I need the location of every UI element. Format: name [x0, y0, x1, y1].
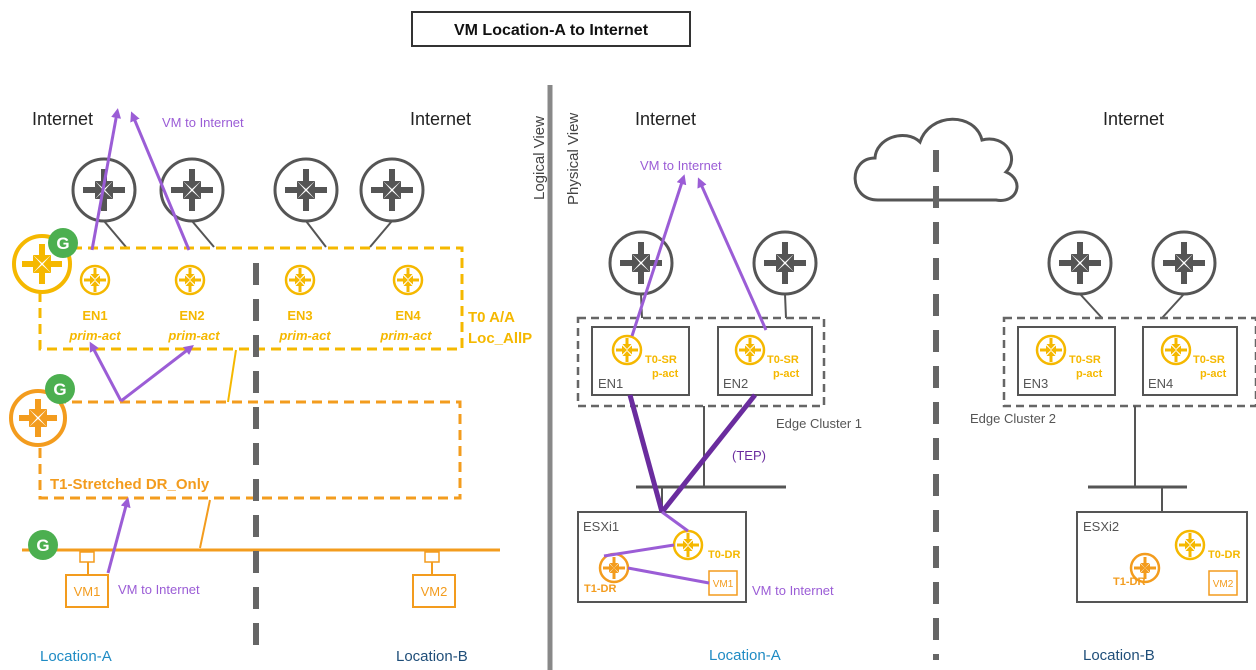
edge-node-name: EN1	[82, 308, 107, 323]
edge-node-router-icon	[79, 264, 111, 296]
edge-cluster-2-label: Edge Cluster 2	[970, 411, 1056, 426]
t0-dr-router-icon	[672, 529, 704, 561]
svg-text:G: G	[56, 234, 69, 253]
logical-flow-label-bottom: VM to Internet	[118, 582, 200, 597]
physical-location-b-label: Location-B	[1083, 647, 1155, 664]
router-icon	[359, 157, 425, 223]
router-icon	[273, 157, 339, 223]
svg-text:VM2: VM2	[1213, 579, 1234, 590]
edge-node-name: EN2	[179, 308, 204, 323]
edge-node-router-icon	[392, 264, 424, 296]
svg-text:T0-DR: T0-DR	[708, 549, 740, 561]
svg-text:p-act: p-act	[773, 368, 800, 380]
svg-text:T1-DR: T1-DR	[1113, 576, 1145, 588]
edge-node-router-icon	[284, 264, 316, 296]
edge-node-role: prim-act	[68, 328, 121, 343]
physical-flow-label-top: VM to Internet	[640, 158, 722, 173]
t1-label: T1-Stretched DR_Only	[50, 476, 210, 493]
logical-flow-label-top: VM to Internet	[162, 115, 244, 130]
location-a-label: Location-A	[40, 648, 112, 665]
global-badge-icon: G	[28, 530, 58, 560]
svg-text:T0-SR: T0-SR	[645, 354, 677, 366]
title-text: VM Location-A to Internet	[454, 22, 649, 39]
t0-sr-router-icon	[1160, 334, 1192, 366]
svg-text:T0-SR: T0-SR	[1193, 354, 1225, 366]
svg-text:EN4: EN4	[1148, 376, 1173, 391]
t0-sr-router-icon	[734, 334, 766, 366]
physical-location-a-label: Location-A	[709, 647, 781, 664]
edge-node-box	[591, 326, 690, 396]
svg-text:ESXi1: ESXi1	[583, 519, 619, 534]
svg-text:p-act: p-act	[652, 368, 679, 380]
svg-text:T0-SR: T0-SR	[767, 354, 799, 366]
physical-traffic-path	[603, 174, 768, 585]
edge-node-name: EN3	[287, 308, 312, 323]
tep-tunnel	[627, 393, 757, 514]
svg-text:EN3: EN3	[1023, 376, 1048, 391]
title-box: VM Location-A to Internet	[411, 11, 691, 47]
physical-internet-right: Internet	[1103, 109, 1164, 129]
physical-view-label: Physical View	[565, 113, 582, 205]
t0-dr-router-icon	[1174, 529, 1206, 561]
physical-internet-left: Internet	[635, 109, 696, 129]
t0-label-line1: T0 A/A	[468, 309, 515, 326]
location-b-label: Location-B	[396, 648, 468, 665]
logical-traffic-path	[89, 108, 194, 574]
router-icon	[1047, 230, 1113, 296]
physical-flow-label-bottom: VM to Internet	[752, 583, 834, 598]
edge-node-role: prim-act	[379, 328, 432, 343]
t0-sr-router-icon	[1035, 334, 1067, 366]
router-icon	[159, 157, 225, 223]
svg-text:T0-SR: T0-SR	[1069, 354, 1101, 366]
edge-node-router-icon	[174, 264, 206, 296]
t0-sr-router-icon	[611, 334, 643, 366]
t1-router-icon	[9, 389, 67, 447]
global-badge-icon: G	[48, 228, 78, 258]
edge-node-box	[1142, 326, 1238, 396]
physical-view: Internet Internet VM to Internet T0-SR p…	[576, 109, 1256, 664]
vm1: VM1	[65, 551, 109, 608]
svg-text:VM2: VM2	[421, 584, 448, 599]
svg-text:EN1: EN1	[598, 376, 623, 391]
edge-node-role: prim-act	[278, 328, 331, 343]
t0-label-line2: Loc_AllP	[468, 330, 532, 347]
vm2: VM2	[412, 551, 456, 608]
firewall-icon	[424, 551, 440, 563]
global-badge-icon: G	[45, 374, 75, 404]
svg-text:p-act: p-act	[1200, 368, 1227, 380]
edge-cluster-1-label: Edge Cluster 1	[776, 416, 862, 431]
logical-view-label: Logical View	[531, 116, 548, 200]
tep-label: (TEP)	[732, 448, 766, 463]
svg-text:G: G	[36, 536, 49, 555]
svg-text:VM1: VM1	[74, 584, 101, 599]
edge-node-box	[1017, 326, 1116, 396]
logical-internet-left: Internet	[32, 109, 93, 129]
t1-box	[38, 400, 462, 500]
svg-text:p-act: p-act	[1076, 368, 1103, 380]
svg-text:T1-DR: T1-DR	[584, 583, 616, 595]
edge-cluster-1-box	[576, 316, 826, 408]
svg-text:VM1: VM1	[713, 579, 734, 590]
router-icon	[752, 230, 818, 296]
router-icon	[1151, 230, 1217, 296]
svg-text:ESXi2: ESXi2	[1083, 519, 1119, 534]
logical-view: Internet Internet VM to Internet T0 A/A …	[9, 108, 532, 665]
firewall-icon	[79, 551, 95, 563]
svg-text:G: G	[53, 380, 66, 399]
t0-box	[38, 246, 464, 351]
edge-node-name: EN4	[395, 308, 421, 323]
svg-text:EN2: EN2	[723, 376, 748, 391]
logical-internet-right: Internet	[410, 109, 471, 129]
svg-text:T0-DR: T0-DR	[1208, 549, 1240, 561]
edge-node-role: prim-act	[167, 328, 220, 343]
t1-dr-router-icon	[598, 552, 630, 584]
